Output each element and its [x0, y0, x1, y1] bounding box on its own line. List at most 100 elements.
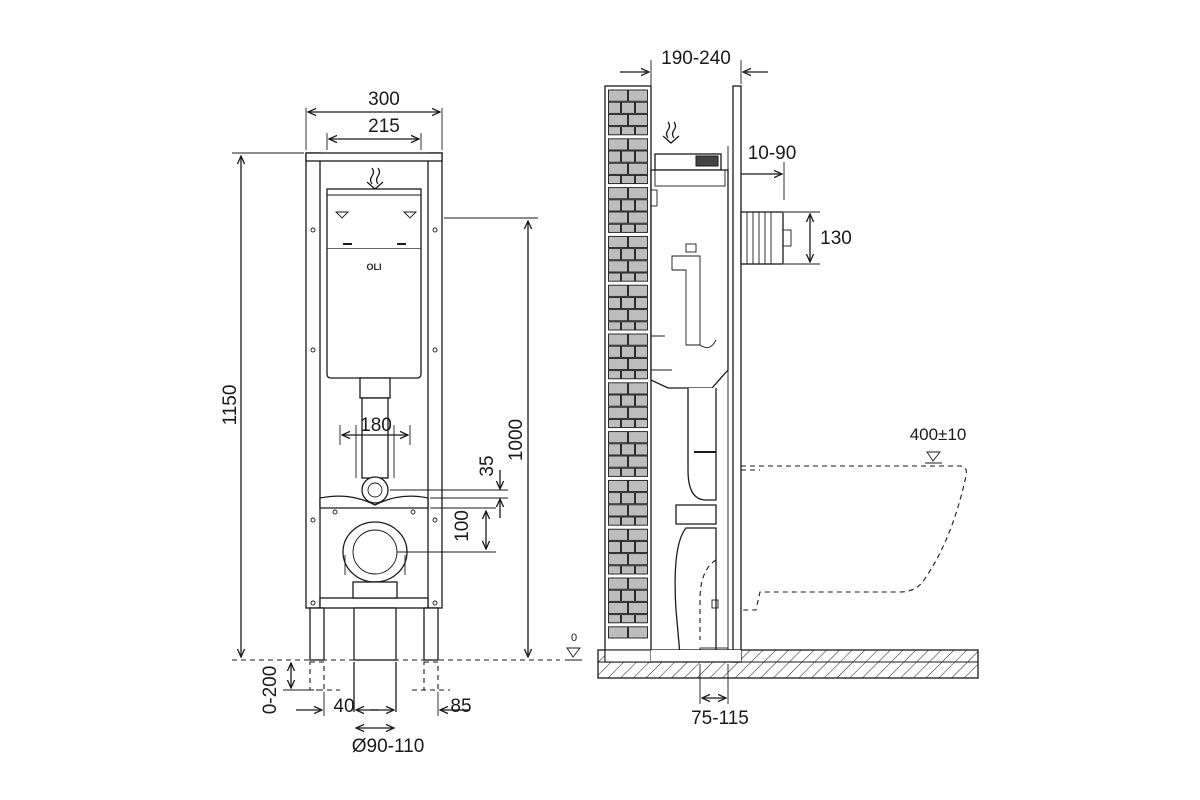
brick: [608, 467, 621, 477]
brick: [635, 248, 648, 261]
floor-marker: 0: [565, 632, 582, 661]
brick: [608, 284, 628, 297]
brick: [608, 406, 628, 419]
brick: [635, 443, 648, 456]
brick: [608, 162, 628, 175]
brick: [628, 577, 648, 590]
dim-inlet-depth: 10-90: [748, 143, 797, 164]
brick: [621, 443, 635, 456]
brick: [635, 272, 648, 282]
brick: [608, 333, 628, 346]
brick: [628, 138, 648, 151]
dim-leg-offset-right: 85: [450, 696, 471, 717]
brick: [635, 589, 648, 602]
brick: [628, 211, 648, 224]
brick: [621, 223, 635, 233]
dim-seat-height: 400±10: [910, 425, 967, 444]
brick: [628, 528, 648, 541]
brick: [635, 199, 648, 212]
brick: [608, 357, 628, 371]
brick: [635, 565, 648, 575]
brick: [635, 174, 648, 185]
brick: [621, 321, 635, 331]
frame-right-upright: [427, 152, 443, 609]
seat-height-marker: [925, 451, 942, 464]
dim-leg-offset-left: 40: [333, 696, 354, 717]
brick: [628, 333, 648, 346]
brick: [608, 272, 621, 282]
brick: [628, 479, 648, 493]
brick: [628, 260, 648, 273]
front-view: OLI 0 3: [220, 89, 582, 757]
brick: [608, 431, 628, 444]
brick: [621, 101, 635, 114]
brick: [608, 223, 621, 233]
bracket-side: [675, 504, 717, 525]
brick: [608, 504, 628, 517]
flush-pipe-side: [687, 388, 717, 501]
brick: [608, 394, 621, 407]
brick: [628, 504, 648, 517]
brick: [635, 345, 648, 358]
brick: [621, 272, 635, 282]
brick: [608, 626, 628, 639]
brick: [635, 418, 648, 429]
dim-width-inner: 215: [368, 116, 400, 137]
brick: [608, 260, 628, 273]
brick: [628, 455, 648, 468]
brick: [608, 479, 628, 493]
brick: [608, 516, 621, 526]
brick: [608, 589, 621, 602]
wall-bricks: [608, 89, 648, 639]
frame-left-upright: [305, 152, 321, 609]
brick: [628, 626, 648, 639]
brick: [608, 577, 628, 590]
leg-left: [309, 607, 325, 661]
frame-holes: [310, 227, 438, 606]
brick: [635, 370, 648, 380]
brick: [628, 113, 648, 127]
brick: [635, 492, 648, 505]
leg-right: [423, 607, 439, 661]
dim-flush-plate-height: 130: [820, 228, 852, 249]
brick: [628, 235, 648, 249]
brick: [628, 162, 648, 175]
brick: [628, 601, 648, 615]
dim-pipe-diameter: Ø90-110: [352, 736, 425, 757]
brick: [621, 589, 635, 602]
brick: [621, 614, 635, 624]
brick: [621, 296, 635, 310]
brick: [628, 309, 648, 322]
drain-side: [674, 527, 717, 656]
brick: [608, 382, 628, 395]
brand-logo: OLI: [367, 262, 382, 272]
brick: [608, 321, 621, 331]
brick: [608, 443, 621, 456]
mounting-plate: [319, 495, 429, 509]
flush-pipe-top: [359, 377, 391, 399]
brick: [608, 101, 621, 114]
brick: [608, 309, 628, 322]
cistern-side: [650, 169, 729, 389]
brick: [621, 418, 635, 429]
drain-pipe: [353, 607, 397, 661]
dim-floor-offset: 75-115: [691, 708, 749, 729]
dim-inlet-offset: 35: [477, 455, 498, 476]
dim-drain-offset: 100: [452, 510, 473, 542]
brick: [621, 492, 635, 505]
brick: [635, 223, 648, 233]
brick: [628, 553, 648, 566]
brick: [608, 235, 628, 249]
drain-connector: [352, 581, 398, 599]
brick: [608, 345, 621, 358]
brick: [628, 357, 648, 371]
brick: [621, 516, 635, 526]
water-inlet-icon: [366, 167, 384, 190]
brick: [621, 126, 635, 136]
svg-text:0: 0: [571, 632, 577, 644]
brick: [621, 565, 635, 575]
dim-outlet-spacing: 180: [360, 415, 392, 436]
brick: [635, 150, 648, 163]
brick: [608, 492, 621, 505]
